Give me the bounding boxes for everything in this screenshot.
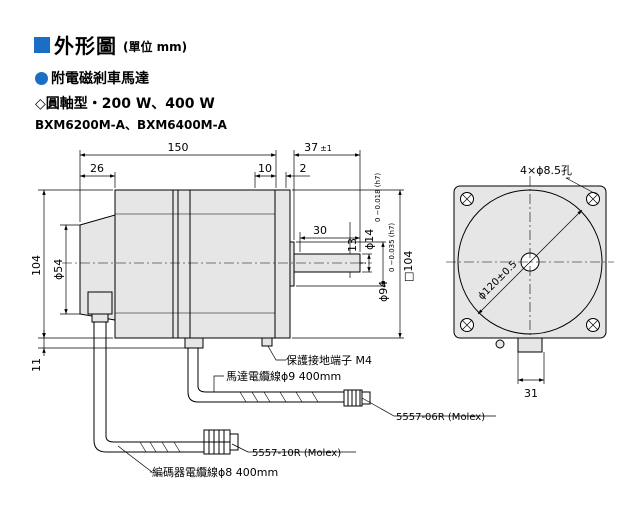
dim-11: 11 bbox=[30, 358, 43, 372]
encoder-connector bbox=[203, 429, 239, 455]
dim-phi14: ϕ14 bbox=[363, 229, 376, 250]
dim-phi14-tolerance: 0 −0.018 (h7) bbox=[374, 173, 382, 222]
header: 外形圖 (單位 mm) 附電磁剎車馬達 ◇圓軸型・200 W、400 W BXM… bbox=[0, 0, 638, 140]
dim-30: 30 bbox=[313, 224, 327, 237]
motor-side-view bbox=[62, 189, 372, 349]
encoder-cable-label: 編碼器電纜線ϕ8 400mm bbox=[152, 465, 278, 479]
ground-terminal-label: 保護接地端子 M4 bbox=[286, 353, 372, 367]
page-title: 外形圖 bbox=[54, 34, 117, 58]
title-row: 外形圖 (單位 mm) bbox=[34, 30, 187, 59]
model-numbers: BXM6200M-A、BXM6400M-A bbox=[35, 118, 227, 132]
dim-phi94-tolerance: 0 −0.035 (h7) bbox=[388, 223, 396, 272]
dim-2: 2 bbox=[300, 162, 307, 175]
dim-37: 37±1 bbox=[304, 141, 332, 154]
square-bullet-icon bbox=[34, 36, 50, 53]
shaft-type-label: ◇圓軸型・200 W、400 W bbox=[35, 96, 215, 112]
dim-phi54: ϕ54 bbox=[52, 259, 65, 280]
motor-cable-label: 馬達電纜線ϕ9 400mm bbox=[226, 369, 341, 383]
dim-phi94: ϕ94 bbox=[377, 281, 390, 302]
motor-front-view bbox=[446, 176, 614, 384]
section-label: 附電磁剎車馬達 bbox=[51, 71, 149, 87]
circle-bullet-icon bbox=[35, 71, 48, 85]
side-dimensions bbox=[38, 150, 496, 473]
dim-13: 13 bbox=[346, 238, 359, 252]
dim-sq104: □104 bbox=[402, 251, 415, 282]
unit-label: (單位 mm) bbox=[123, 40, 188, 54]
motor-connector bbox=[343, 389, 371, 407]
dim-37-tolerance: ±1 bbox=[320, 144, 332, 153]
encoder-connector-label: 5557-10R (Molex) bbox=[252, 448, 341, 459]
dim-10: 10 bbox=[258, 162, 272, 175]
dim-holes: 4×ϕ8.5孔 bbox=[520, 164, 572, 177]
dim-31: 31 bbox=[524, 387, 538, 400]
dim-104-left: 104 bbox=[30, 255, 43, 276]
motor-connector-label: 5557-06R (Molex) bbox=[396, 412, 485, 423]
dim-150: 150 bbox=[168, 141, 189, 154]
section-heading: 附電磁剎車馬達 bbox=[35, 68, 149, 88]
dim-37-value: 37 bbox=[304, 141, 318, 154]
dim-26: 26 bbox=[90, 162, 104, 175]
